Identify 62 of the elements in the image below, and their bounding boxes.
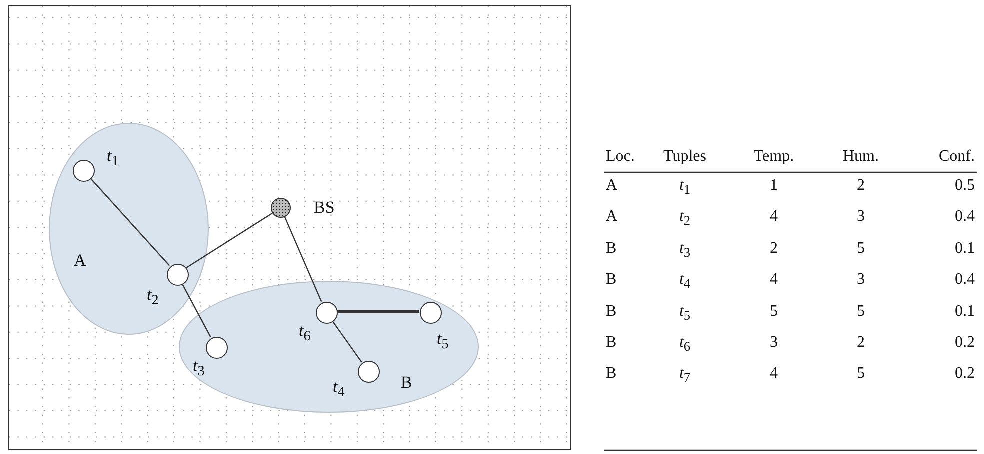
- region-label: A: [74, 251, 86, 271]
- table-value: B: [606, 365, 617, 384]
- table-value: A: [606, 208, 618, 226]
- table-value: 2: [857, 177, 865, 195]
- table-value: 4: [770, 365, 778, 384]
- sensor-node: [167, 264, 189, 286]
- table-value: 5: [770, 302, 778, 321]
- table-value: 0.1: [955, 302, 975, 321]
- table-value: t$_{7}$: [679, 365, 691, 387]
- table-value: B: [606, 334, 617, 352]
- node-label: t$_{6}$: [299, 321, 311, 346]
- table-value: 0.5: [955, 177, 975, 195]
- table-value: 2: [770, 240, 778, 258]
- connection-line: [182, 283, 212, 338]
- base-station-node: [271, 198, 291, 218]
- region-label: B: [401, 373, 412, 393]
- table-value: t$_{1}$: [679, 177, 691, 198]
- node-label: t$_{2}$: [147, 285, 159, 310]
- sensor-node: [73, 160, 95, 182]
- table-value: 5: [857, 302, 865, 321]
- table-value: 0.2: [955, 365, 975, 384]
- table-value: t$_{2}$: [679, 208, 691, 230]
- column-header: Temp.: [754, 148, 794, 166]
- connection-line: [90, 178, 170, 266]
- table-value: 4: [770, 271, 778, 290]
- column-header: Loc.: [606, 148, 635, 166]
- node-label: t$_{4}$: [333, 377, 345, 402]
- table-value: 0.4: [955, 271, 975, 290]
- table-value: t$_{3}$: [679, 240, 691, 261]
- node-label: t$_{5}$: [437, 329, 449, 354]
- node-label: t$_{1}$: [107, 146, 119, 170]
- connection-line: [284, 216, 322, 302]
- column-header: Conf.: [939, 148, 975, 166]
- sensor-node: [206, 337, 228, 359]
- table-value: 4: [770, 208, 778, 226]
- table-value: t$_{6}$: [679, 334, 691, 356]
- table-value: B: [606, 302, 617, 321]
- connection-line: [332, 320, 362, 362]
- table-value: 0.4: [955, 208, 975, 226]
- table-value: t$_{4}$: [679, 271, 691, 292]
- column-header: Hum.: [843, 148, 879, 166]
- table-value: 0.2: [955, 334, 975, 352]
- node-label: BS: [314, 198, 335, 218]
- table-value: 3: [857, 208, 865, 226]
- node-label: t$_{3}$: [193, 356, 205, 380]
- table-value: 5: [857, 240, 865, 258]
- table-value: B: [606, 271, 617, 290]
- table-value: 0.1: [955, 240, 975, 258]
- sensor-node: [316, 302, 338, 324]
- table-value: 1: [770, 177, 778, 195]
- sensor-node: [358, 361, 380, 383]
- connection-line: [337, 310, 419, 314]
- table-value: B: [606, 240, 617, 258]
- column-header: Tuples: [664, 148, 706, 166]
- table-value: 3: [857, 271, 865, 290]
- table-value: 2: [857, 334, 865, 352]
- sensor-node: [420, 302, 442, 324]
- table-value: t$_{5}$: [679, 302, 691, 324]
- table-value: 3: [770, 334, 778, 352]
- table-value: A: [606, 177, 618, 195]
- table-value: 5: [857, 365, 865, 384]
- connection-line: [186, 212, 273, 269]
